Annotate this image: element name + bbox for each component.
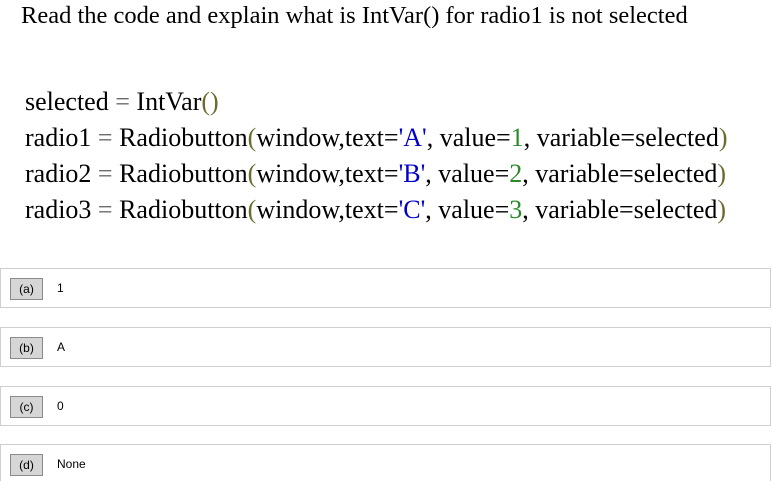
option-letter-badge: (b) xyxy=(10,337,43,359)
code-operator: = xyxy=(91,159,120,188)
code-paren: ( xyxy=(247,195,257,224)
option-letter-badge: (d) xyxy=(10,454,43,476)
code-paren: ( xyxy=(247,159,257,188)
option-b[interactable]: (b) A xyxy=(0,327,771,367)
code-line-3: radio2 = Radiobutton(window,text='B', va… xyxy=(25,156,728,192)
code-block: selected = IntVar() radio1 = Radiobutton… xyxy=(25,84,728,228)
code-operator: = xyxy=(91,123,120,152)
code-var-name: selected xyxy=(25,87,109,116)
code-function: IntVar xyxy=(136,87,202,116)
option-letter-badge: (a) xyxy=(10,278,43,300)
option-text: 1 xyxy=(57,281,64,295)
option-text: A xyxy=(57,340,66,354)
code-paren: ( xyxy=(247,123,257,152)
option-d[interactable]: (d) None xyxy=(0,444,771,481)
code-string: 'B' xyxy=(398,159,426,188)
code-paren: ) xyxy=(717,159,727,188)
code-operator: = xyxy=(108,87,137,116)
code-args: , value= xyxy=(425,195,510,224)
code-line-2: radio1 = Radiobutton(window,text='A', va… xyxy=(25,120,728,156)
code-function: Radiobutton xyxy=(119,159,248,188)
code-args: , variable=selected xyxy=(522,195,718,224)
code-var-name: radio2 xyxy=(25,159,92,188)
code-args: , value= xyxy=(426,123,511,152)
code-paren: () xyxy=(201,87,219,116)
option-text: None xyxy=(57,457,86,471)
option-letter-badge: (c) xyxy=(10,396,43,418)
option-c[interactable]: (c) 0 xyxy=(0,386,771,426)
code-args: , variable=selected xyxy=(522,159,718,188)
code-args: window,text= xyxy=(256,123,399,152)
code-operator: = xyxy=(91,195,120,224)
code-function: Radiobutton xyxy=(119,195,248,224)
option-text: 0 xyxy=(57,399,64,413)
code-line-1: selected = IntVar() xyxy=(25,84,728,120)
question-text: Read the code and explain what is IntVar… xyxy=(21,2,688,29)
code-args: , variable=selected xyxy=(523,123,719,152)
code-paren: ) xyxy=(717,195,727,224)
option-a[interactable]: (a) 1 xyxy=(0,268,771,308)
code-args: , value= xyxy=(425,159,510,188)
code-paren: ) xyxy=(718,123,728,152)
code-number: 3 xyxy=(509,195,523,224)
code-var-name: radio3 xyxy=(25,195,92,224)
code-number: 1 xyxy=(510,123,524,152)
code-number: 2 xyxy=(509,159,523,188)
code-string: 'A' xyxy=(398,123,427,152)
code-args: window,text= xyxy=(256,159,399,188)
code-string: 'C' xyxy=(398,195,426,224)
code-function: Radiobutton xyxy=(119,123,248,152)
code-var-name: radio1 xyxy=(25,123,92,152)
code-args: window,text= xyxy=(256,195,399,224)
code-line-4: radio3 = Radiobutton(window,text='C', va… xyxy=(25,192,728,228)
